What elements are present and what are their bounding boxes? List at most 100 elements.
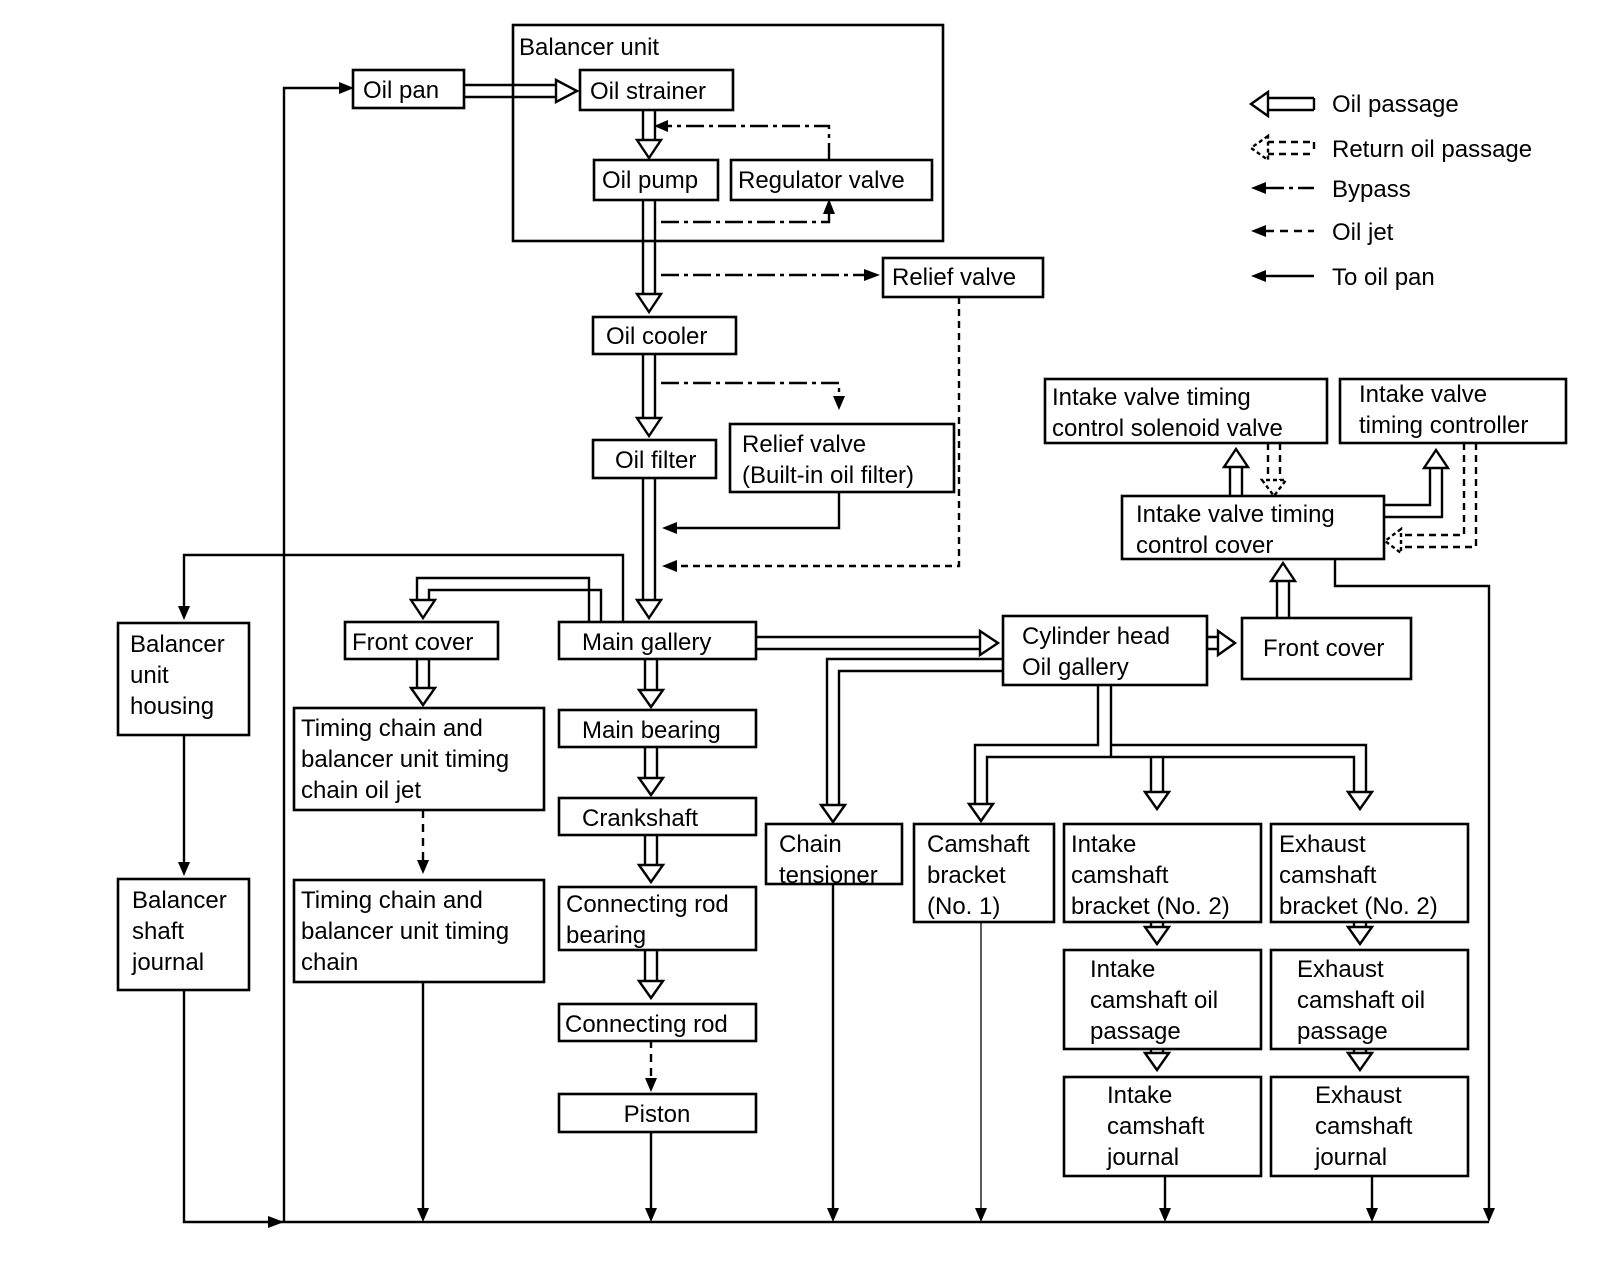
main-gallery-box: Main gallery [557, 620, 758, 661]
connecting-rod-label-line: Connecting rod [565, 1011, 728, 1038]
camshaft-bracket-no1-label-line: (No. 1) [927, 893, 1000, 920]
pipe-crankshaft-to-rod-bearing [636, 834, 666, 885]
pipe-cylinder-head-to-front-cover [1206, 628, 1238, 658]
oil-strainer-border [578, 68, 735, 112]
intake-camshaft-bracket-label-line: camshaft [1071, 862, 1169, 889]
pipe-intake-bracket-to-passage [1142, 922, 1172, 947]
oil-pump-label-line: Oil pump [602, 167, 698, 194]
exhaust-camshaft-bracket-label-line: Exhaust [1279, 831, 1366, 858]
relief-valve-filter-label-line: Relief valve [742, 431, 866, 458]
main-gallery-border [557, 620, 758, 661]
bus-to-oil-pan [182, 82, 1489, 1228]
ivt-controller-label-line: Intake valve [1359, 381, 1487, 408]
oil-pan-box: Oil pan [351, 68, 466, 110]
main-bearing-border [557, 708, 758, 749]
pipe-cooler-to-filter [634, 354, 664, 439]
piston-label-line: Piston [624, 1101, 691, 1128]
balancer-unit-border [511, 23, 945, 243]
pipe-strainer-to-pump [634, 110, 664, 161]
timing-chain-label-line: balancer unit timing [301, 918, 509, 945]
intake-camshaft-oil-passage-label-line: passage [1090, 1018, 1181, 1045]
balancer-shaft-journal-label-line: Balancer [132, 887, 227, 914]
piston-box: Piston [557, 1092, 758, 1134]
camshaft-bracket-no1-label-line: Camshaft [927, 831, 1030, 858]
exhaust-camshaft-journal-label-line: Exhaust [1315, 1082, 1402, 1109]
drops-to-oil-pan [417, 883, 1378, 1222]
crankshaft-box: Crankshaft [557, 796, 758, 837]
relief-valve-filter-box: Relief valve(Built-in oil filter) [728, 422, 956, 494]
cylinder-head-gallery-label-line: Oil gallery [1022, 654, 1129, 681]
pipe-main-gallery-to-front-cover [408, 576, 603, 621]
line-to-balancer-housing [178, 553, 625, 621]
regulator-valve-label-line: Regulator valve [738, 167, 905, 194]
connecting-rod-bearing-border [557, 885, 758, 952]
balancer-unit-housing-border [116, 621, 251, 737]
crankshaft-label-line: Crankshaft [582, 805, 698, 832]
front-cover-left-box: Front cover [343, 620, 500, 661]
pipe-oil-pan-to-strainer [464, 78, 580, 104]
return-relief-filter-to-main [662, 492, 841, 534]
front-cover-right-border [1240, 616, 1413, 681]
intake-camshaft-journal-label-line: Intake [1107, 1082, 1172, 1109]
oil-filter-border [591, 438, 718, 480]
intake-camshaft-bracket-label-line: bracket (No. 2) [1071, 893, 1230, 920]
oil-pump-border [592, 158, 720, 202]
connecting-rod-border [557, 1002, 758, 1043]
timing-chain-oil-jet-label-line: chain oil jet [301, 777, 421, 804]
exhaust-camshaft-journal-label-line: journal [1314, 1144, 1387, 1171]
balancer-unit-housing-label-line: unit [130, 662, 169, 689]
bypass-to-relief-valve-filter [661, 381, 845, 410]
front-cover-right-label-line: Front cover [1263, 635, 1384, 662]
camshaft-bracket-no1-label-line: bracket [927, 862, 1006, 889]
return-controller-to-ivtc-cover [1383, 443, 1478, 556]
jet-rod-to-piston [645, 1040, 657, 1092]
pipe-ivtc-cover-to-solenoid [1221, 446, 1251, 496]
exhaust-camshaft-oil-passage-label-line: camshaft oil [1297, 987, 1425, 1014]
legend-oil-jet-label: Oil jet [1332, 219, 1394, 246]
pipe-main-gallery-to-cylinder-head [754, 628, 1001, 658]
legend-bypass-label: Bypass [1332, 176, 1411, 203]
ivt-controller-border [1338, 377, 1568, 445]
relief-valve-border [881, 256, 1045, 299]
pipe-exhaust-passage-to-journal [1345, 1049, 1375, 1073]
front-cover-left-border [343, 620, 500, 661]
intake-camshaft-bracket-border [1062, 822, 1263, 924]
bypass-to-relief-valve [661, 269, 880, 281]
pipe-front-cover-to-oil-jet [408, 658, 438, 708]
legend-return-oil-passage: Return oil passage [1248, 133, 1532, 163]
intake-camshaft-oil-passage-label-line: camshaft oil [1090, 987, 1218, 1014]
pipe-main-gallery-to-bearing [636, 658, 666, 710]
return-solenoid-to-ivtc-cover [1259, 443, 1289, 498]
line-housing-to-journal [178, 735, 190, 876]
balancer-shaft-journal-label-line: journal [131, 949, 204, 976]
connectors [178, 78, 1495, 1228]
exhaust-camshaft-oil-passage-label-line: Exhaust [1297, 956, 1384, 983]
legend-to-oil-pan-label: To oil pan [1332, 264, 1435, 291]
pipe-filter-to-main-gallery [634, 475, 664, 621]
oil-pan-label-line: Oil pan [363, 77, 439, 104]
timing-chain-oil-jet-label-line: balancer unit timing [301, 746, 509, 773]
oil-cooler-border [591, 315, 738, 356]
bypass-regulator-loop [654, 120, 831, 161]
exhaust-camshaft-bracket-border [1269, 822, 1470, 924]
oil-pan-border [351, 68, 466, 110]
intake-camshaft-journal-label-line: camshaft [1107, 1113, 1205, 1140]
ivtc-cover-label-line: control cover [1136, 532, 1273, 559]
intake-camshaft-oil-passage-border [1062, 948, 1263, 1051]
legend-bypass: Bypass [1251, 176, 1411, 203]
cylinder-head-gallery-border [1001, 614, 1209, 687]
oil-pump-box: Oil pump [592, 158, 720, 202]
oil-strainer-label-line: Oil strainer [590, 78, 706, 105]
